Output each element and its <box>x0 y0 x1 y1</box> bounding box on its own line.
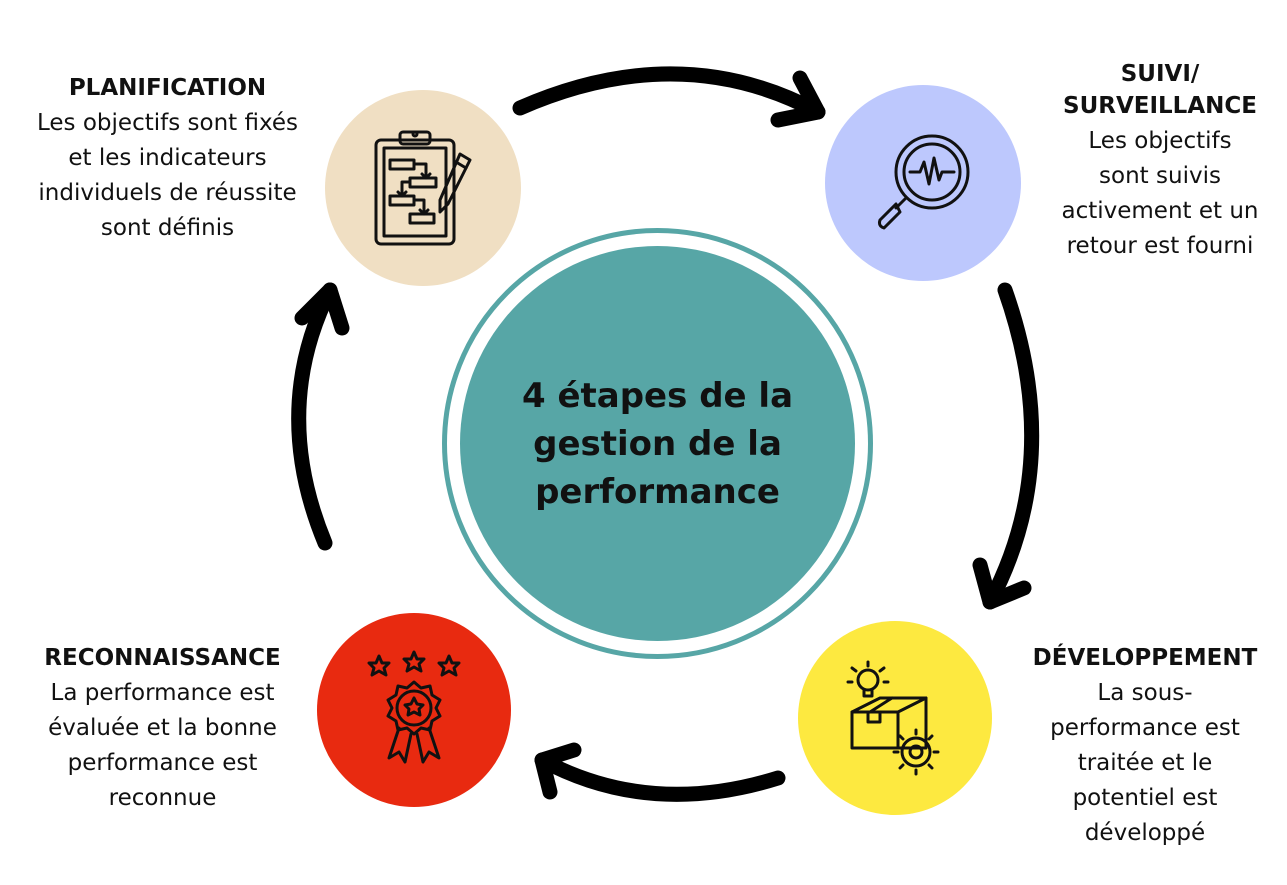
arrow-development-to-recognition <box>534 752 786 802</box>
lightbulb-box-gear-icon <box>846 660 940 776</box>
planning-node <box>325 90 521 286</box>
monitoring-title-line2: SURVEILLANCE <box>1063 93 1257 119</box>
recognition-label: RECONNAISSANCE La performance est évalué… <box>20 642 305 816</box>
arrowhead-recognition-to-planning <box>294 282 350 336</box>
recognition-node <box>317 613 511 807</box>
planning-description: Les objectifs sont fixés et les indicate… <box>37 110 298 241</box>
arrow-monitoring-to-development <box>982 282 1040 610</box>
monitoring-label: SUIVI/ SURVEILLANCE Les objectifs sont s… <box>1035 58 1285 264</box>
clipboard-flowchart-icon <box>374 130 472 246</box>
monitoring-title-line1: SUIVI/ <box>1120 61 1200 87</box>
arrow-planning-to-monitoring <box>512 66 826 120</box>
arrowhead-planning-to-monitoring <box>770 70 826 128</box>
arrowhead-development-to-recognition <box>534 742 582 800</box>
development-label: DÉVELOPPEMENT La sous-performance est tr… <box>1025 642 1265 851</box>
magnifier-pulse-icon <box>878 134 970 230</box>
development-node <box>798 621 992 815</box>
arrow-recognition-to-planning <box>291 282 338 551</box>
recognition-title: RECONNAISSANCE <box>44 645 281 671</box>
planning-label: PLANIFICATION Les objectifs sont fixés e… <box>20 72 315 246</box>
award-badge-icon <box>367 650 461 764</box>
development-description: La sous-performance est traitée et le po… <box>1050 680 1240 846</box>
arrowhead-monitoring-to-development <box>972 557 1032 610</box>
monitoring-description: Les objectifs sont suivis activement et … <box>1061 128 1259 259</box>
recognition-description: La performance est évaluée et la bonne p… <box>48 680 277 811</box>
monitoring-node <box>825 85 1021 281</box>
center-title: 4 étapes de la gestion de la performance <box>521 375 794 512</box>
planning-title: PLANIFICATION <box>68 75 267 101</box>
development-title: DÉVELOPPEMENT <box>1032 645 1258 671</box>
center-circle: 4 étapes de la gestion de la performance <box>460 246 855 641</box>
